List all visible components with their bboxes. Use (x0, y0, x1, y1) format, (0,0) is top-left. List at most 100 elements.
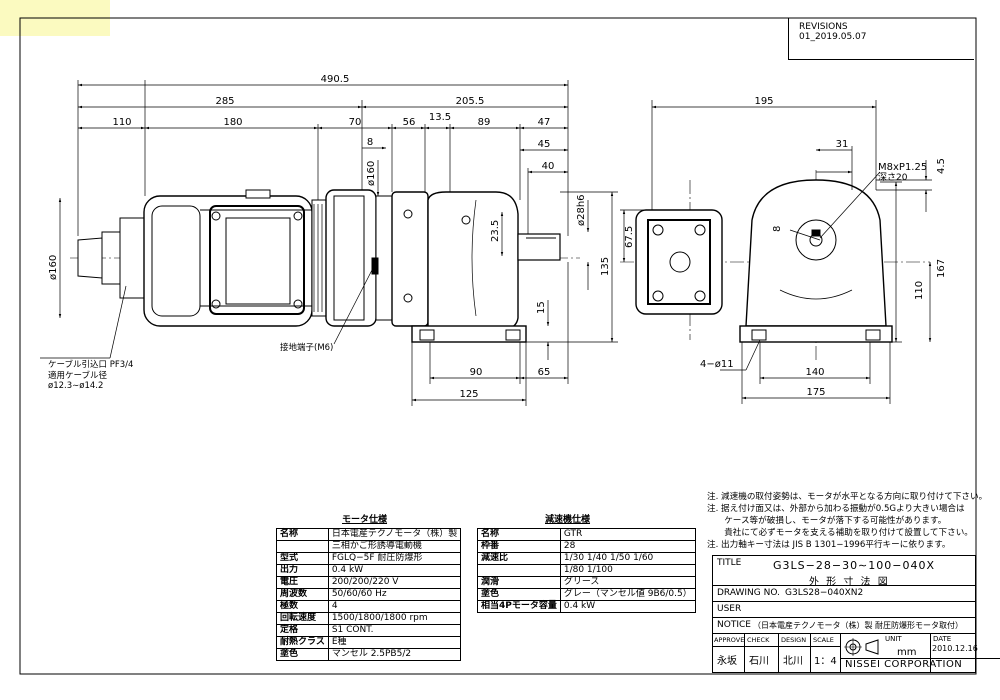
approval-row: APPROVE 永坂 CHECK 石川 DESIGN 北川 SCALE 1：4 … (713, 634, 1000, 672)
dim-65: 65 (538, 367, 551, 378)
dim-13-5: 13.5 (429, 112, 451, 123)
dim-180: 180 (223, 117, 242, 128)
design-label: DESIGN (779, 634, 810, 647)
dim-140: 140 (805, 367, 824, 378)
spec-key: 枠番 (477, 540, 561, 553)
date-value: 2010.12.16 (932, 644, 978, 653)
dim-135: 135 (600, 257, 611, 276)
dim-4-5: 4.5 (936, 158, 947, 174)
dim-45: 45 (538, 139, 551, 150)
dim-110: 110 (112, 117, 131, 128)
dim-67-5: 67.5 (624, 226, 635, 248)
spec-key: 定格 (276, 624, 329, 637)
note-line: 注. 出力軸キー寸法は JIS B 1301−1996平行キーに依ります。 (707, 540, 951, 550)
dim-90: 90 (470, 367, 483, 378)
dim-195: 195 (754, 96, 773, 107)
end-dimensions (620, 100, 932, 404)
dim-thread: M8xP1.25 (878, 162, 927, 173)
dim-dia160-side: ø160 (48, 255, 59, 280)
spec-value: 4 (327, 600, 462, 613)
date-cell: DATE 2010.12.16 (931, 634, 978, 658)
projection-symbol-icon (844, 638, 879, 656)
dim-110-r: 110 (914, 281, 925, 300)
spec-key: 出力 (276, 564, 329, 577)
revisions-title: REVISIONS (799, 22, 848, 32)
spec-value: S1 CONT. (327, 624, 462, 637)
spec-key: 相当4Pモータ容量 (477, 600, 561, 613)
reducer-spec-caption: 減速機仕様 (545, 515, 591, 525)
dim-167: 167 (936, 259, 947, 278)
date-label: DATE (933, 635, 952, 643)
spec-value: 0.4 kW (559, 600, 696, 613)
spec-row: 塗色グレー（マンセル値 9B6/0.5） (477, 588, 696, 601)
unit-value: mm (897, 647, 917, 658)
spec-key: 潤滑 (477, 576, 561, 589)
spec-value: 1/30 1/40 1/50 1/60 (559, 552, 696, 565)
side-view (70, 189, 580, 345)
title-block: TITLE G3LS−28−30∼100−040X 外 形 寸 法 図 DRAW… (712, 555, 1000, 673)
note-line: 貴社にて必ずモータを支える補助を取り付けて設置して下さい。 (707, 528, 973, 538)
spec-key: 周波数 (276, 588, 329, 601)
side-dimensions (40, 80, 618, 406)
spec-key: 名称 (276, 528, 329, 541)
dim-15: 15 (536, 301, 547, 314)
note-line: ケース等が破損し、モータが落下する可能性があります。 (707, 516, 947, 526)
dim-205-5: 205.5 (456, 96, 485, 107)
design-value: 北川 (783, 656, 803, 667)
dim-dia160-top: ø160 (366, 161, 377, 186)
spec-key: 電圧 (276, 576, 329, 589)
spec-value: 200/200/220 V (327, 576, 462, 589)
spec-key (477, 564, 561, 577)
notice-row: NOTICE （日本電産テクノモータ（株）製 耐圧防爆形モータ取付） (713, 618, 975, 634)
spec-row: 潤滑グリース (477, 576, 696, 589)
spec-value: 1/80 1/100 (559, 564, 696, 577)
spec-value: 0.4 kW (327, 564, 462, 577)
spec-row: 名称日本電産テクノモータ（株）製 (276, 528, 462, 541)
design-cell: DESIGN 北川 (779, 634, 811, 672)
cable-dia-value: ø12.3∼ø14.2 (48, 381, 103, 391)
spec-value: 三相かご形誘導電動機 (327, 540, 462, 553)
drawing-value: G3LS28−040XN2 (785, 588, 864, 598)
spec-row: 塗色マンセル 2.5PB5/2 (276, 648, 462, 661)
approve-label: APPROVE (713, 634, 744, 647)
spec-value: 28 (559, 540, 696, 553)
spec-key: 減速比 (477, 552, 561, 565)
user-row: USER (713, 602, 975, 618)
spec-value: FGLQ−5F 耐圧防爆形 (327, 552, 462, 565)
note-line: 注. 減速機の取付姿勢は、モータが水平となる方向に取り付けて下さい。 (707, 492, 988, 502)
spec-key: 塗色 (276, 648, 329, 661)
dim-31: 31 (836, 139, 849, 150)
spec-value: 50/60/60 Hz (327, 588, 462, 601)
dim-70: 70 (349, 117, 362, 128)
spec-key (276, 540, 329, 553)
spec-key: 名称 (477, 528, 561, 541)
motor-spec-caption: モータ仕様 (342, 515, 388, 525)
spec-value: GTR (559, 528, 696, 541)
check-cell: CHECK 石川 (745, 634, 779, 672)
scale-label: SCALE (811, 634, 840, 647)
dim-depth: 深さ20 (878, 172, 908, 183)
spec-value: 日本電産テクノモータ（株）製 (327, 528, 462, 541)
approve-value: 永坂 (717, 656, 737, 667)
spec-value: E種 (327, 636, 462, 649)
spec-value: グリース (559, 576, 696, 589)
user-label: USER (717, 604, 742, 614)
title-value: G3LS−28−30∼100−040X (773, 559, 936, 572)
dim-47: 47 (538, 117, 551, 128)
approve-cell: APPROVE 永坂 (713, 634, 745, 672)
cable-dia-title: 適用ケーブル径 (48, 370, 107, 381)
